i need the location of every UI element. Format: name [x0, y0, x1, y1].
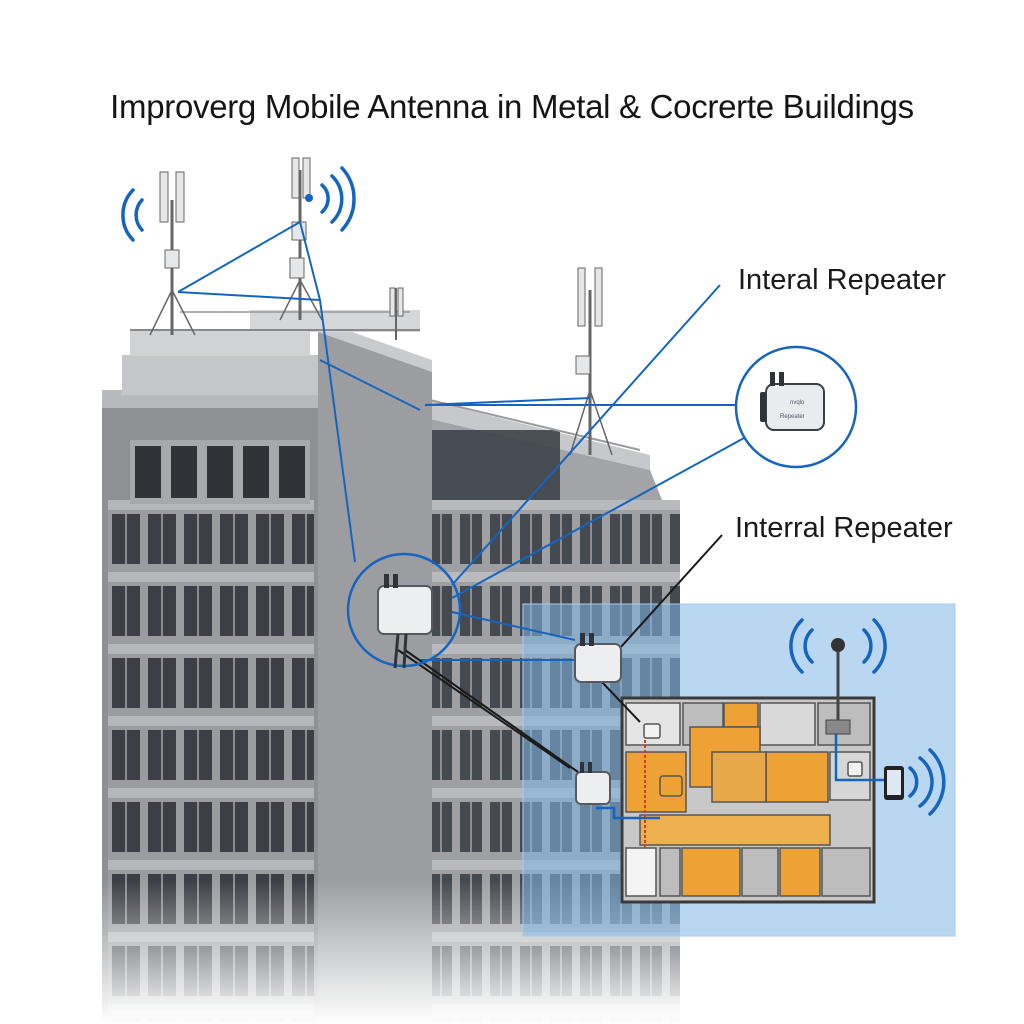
svg-text:nvqlo: nvqlo [790, 400, 805, 406]
callout-leader-lines [397, 534, 723, 773]
signal-wave-icon [121, 166, 356, 242]
repeater-device-icon [574, 633, 622, 683]
signal-wave-icon [789, 618, 946, 816]
smartphone-icon [884, 766, 904, 800]
signal-links [177, 221, 756, 661]
repeater-device-icon [643, 723, 863, 797]
page-title: Improverg Mobile Antenna in Metal & Cocr… [110, 88, 914, 125]
callout-internal-repeater-top: Interal Repeater [738, 264, 946, 296]
callout-internal-repeater-middle: Interral Repeater [735, 512, 953, 544]
repeater-device-icon [575, 762, 611, 805]
svg-text:Repeater: Repeater [780, 414, 805, 420]
repeater-device-icon: nvqlo Repeater [760, 372, 825, 431]
repeater-device-icon [377, 574, 433, 669]
indoor-antenna-icon [825, 638, 851, 735]
